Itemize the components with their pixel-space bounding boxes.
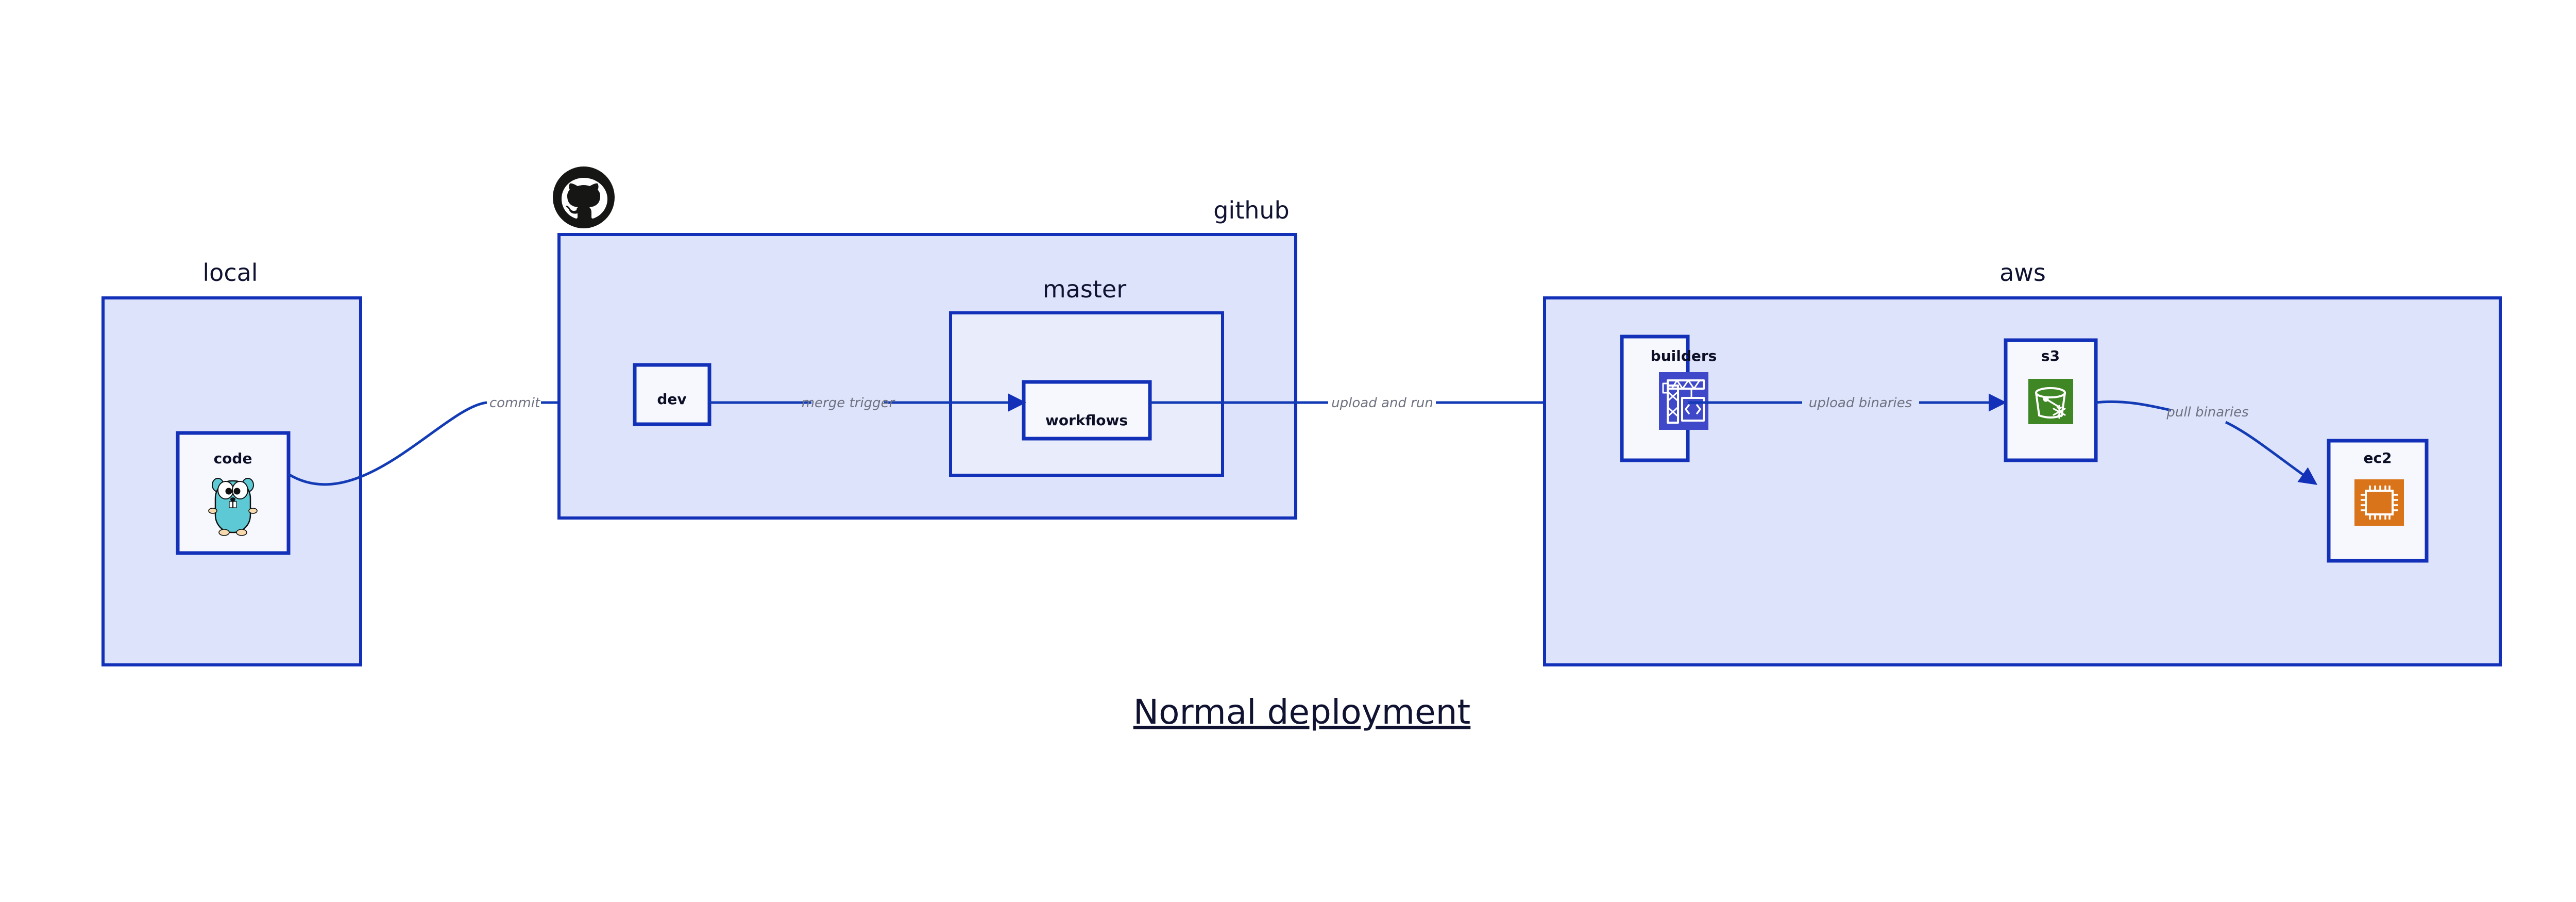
node-workflows[interactable]: workflows: [1022, 380, 1152, 441]
group-aws-label: aws: [1999, 259, 2046, 287]
node-code[interactable]: code: [176, 431, 291, 555]
node-builders-label: builders: [1651, 347, 1717, 364]
edge-upload-and-run-label: upload and run: [1331, 395, 1433, 411]
edge-pull-binaries-line-left: [2095, 400, 2172, 412]
go-gopher-icon: [208, 478, 258, 536]
node-builders[interactable]: builders: [1620, 335, 1717, 462]
edge-pull-binaries-label: pull binaries: [2166, 405, 2248, 420]
group-local: local code: [101, 259, 362, 666]
node-s3[interactable]: s3: [2004, 338, 2098, 462]
edge-pull-binaries-line-right: [2225, 421, 2318, 485]
aws-codebuild-icon: [1659, 372, 1708, 430]
node-s3-label: s3: [2041, 347, 2060, 364]
node-dev-label: dev: [657, 391, 686, 408]
node-workflows-box[interactable]: [1022, 380, 1152, 441]
node-dev[interactable]: dev: [633, 363, 711, 426]
group-master: master workflows: [949, 275, 1224, 477]
edge-merge-trigger: merge trigger: [709, 393, 1026, 412]
edge-commit-label: commit: [489, 395, 540, 411]
node-workflows-label: workflows: [1045, 412, 1128, 429]
edge-upload-and-run: upload and run: [1150, 393, 1625, 412]
github-octocat-icon: [553, 166, 615, 228]
node-code-label: code: [214, 450, 252, 467]
aws-ec2-chip-icon: [2354, 479, 2404, 526]
group-master-label: master: [1043, 275, 1126, 303]
group-github: github dev master workflows merge trigge…: [553, 166, 1297, 520]
aws-s3-bucket-icon: [2028, 379, 2073, 424]
group-local-label: local: [202, 259, 258, 287]
edge-pull-binaries: pull binaries: [2095, 400, 2318, 485]
edge-upload-binaries: upload binaries: [1688, 393, 2007, 412]
edge-upload-binaries-label: upload binaries: [1809, 395, 1912, 411]
node-ec2-label: ec2: [2363, 449, 2392, 466]
group-aws: aws builders: [1543, 259, 2502, 666]
group-github-label: github: [1213, 196, 1290, 224]
edge-merge-trigger-label: merge trigger: [802, 395, 896, 411]
diagram-title: Normal deployment: [1133, 692, 1471, 732]
node-dev-box[interactable]: [633, 363, 711, 426]
node-ec2[interactable]: ec2: [2327, 439, 2429, 563]
edge-commit-line-left: [287, 401, 487, 486]
